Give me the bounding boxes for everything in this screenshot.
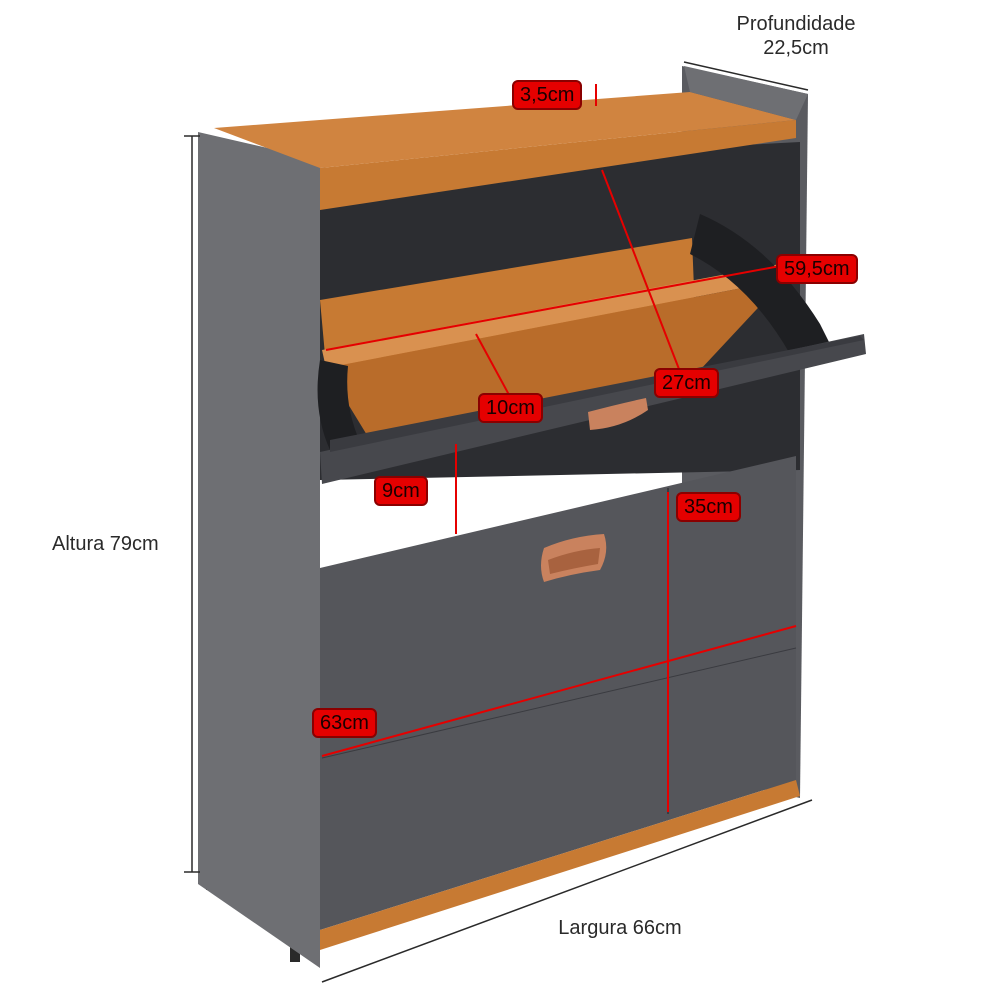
dim-red-diagonal xyxy=(601,169,685,383)
depth-label: Profundidade 22,5cm xyxy=(716,12,876,60)
badge-35: 35cm xyxy=(676,492,741,522)
flap-door-face xyxy=(330,336,864,452)
top-board-surface xyxy=(214,92,796,168)
dim-red-10 xyxy=(475,333,515,405)
badge-flap-diag: 59,5cm xyxy=(776,254,858,284)
badge-10: 10cm xyxy=(478,393,543,423)
top-rail xyxy=(684,66,808,120)
depth-dim-line xyxy=(683,61,809,91)
badge-27: 27cm xyxy=(654,368,719,398)
top-board-front xyxy=(320,120,796,210)
height-label: Altura 79cm xyxy=(52,533,159,555)
hinge-mechanism-icon-left xyxy=(317,360,360,450)
width-dim-line xyxy=(321,799,813,983)
drawer-handle-icon xyxy=(588,398,648,430)
inner-shelf-slope xyxy=(326,280,784,440)
badge-top-rail: 3,5cm xyxy=(512,80,583,110)
badge-9: 9cm xyxy=(374,476,428,506)
dim-red-63 xyxy=(321,625,797,757)
base-strip xyxy=(320,780,800,950)
depth-title: Profundidade xyxy=(736,13,856,35)
left-side-panel xyxy=(198,132,320,968)
dim-red-flap xyxy=(325,265,781,351)
lower-door xyxy=(320,456,796,930)
badge-63: 63cm xyxy=(312,708,377,738)
depth-value: 22,5cm xyxy=(763,37,829,59)
handle-shade xyxy=(548,548,600,574)
width-label: Largura 66cm xyxy=(558,917,682,939)
inner-shelf-lip xyxy=(322,264,784,368)
lower-door-seam xyxy=(321,647,797,759)
hinge-mechanism-icon xyxy=(690,214,830,354)
foot-front xyxy=(290,946,300,962)
